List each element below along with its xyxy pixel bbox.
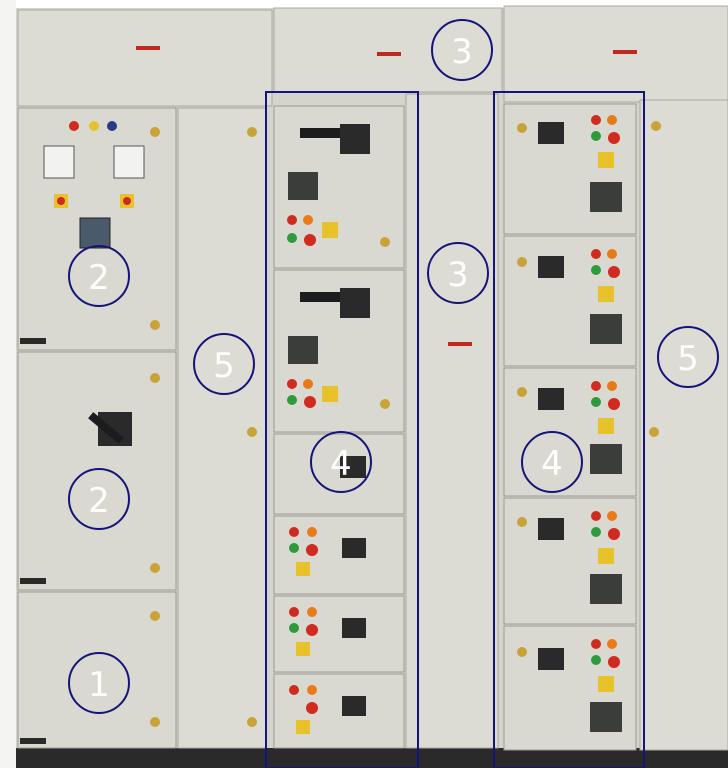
callout-label: 3 xyxy=(451,32,473,72)
outline-box-middle xyxy=(265,91,419,768)
callout-3-middle: 3 xyxy=(427,242,489,304)
callout-label: 1 xyxy=(88,665,110,705)
callout-2-upper: 2 xyxy=(68,245,130,307)
callout-label: 5 xyxy=(677,339,699,379)
cable-alley-left xyxy=(177,107,267,749)
right-column xyxy=(503,103,637,751)
callout-4-middle: 4 xyxy=(310,431,372,493)
cable-alley-right xyxy=(639,99,728,751)
callout-5-right: 5 xyxy=(657,326,719,388)
callout-label: 4 xyxy=(330,444,352,484)
cable-alley-middle xyxy=(405,93,499,749)
callout-label: 3 xyxy=(447,255,469,295)
callout-label: 2 xyxy=(88,258,110,298)
top-panels xyxy=(17,5,728,107)
callout-1: 1 xyxy=(68,652,130,714)
callout-label: 5 xyxy=(213,346,235,386)
callout-4-right: 4 xyxy=(521,431,583,493)
callout-3-top: 3 xyxy=(431,19,493,81)
middle-column xyxy=(273,105,405,749)
outline-box-right xyxy=(493,91,645,768)
callout-5-left: 5 xyxy=(193,333,255,395)
left-edge xyxy=(0,0,16,768)
floor-shadow xyxy=(0,748,728,768)
callout-label: 2 xyxy=(88,481,110,521)
callout-2-lower: 2 xyxy=(68,468,130,530)
left-column xyxy=(17,107,177,749)
callout-label: 4 xyxy=(541,444,563,484)
